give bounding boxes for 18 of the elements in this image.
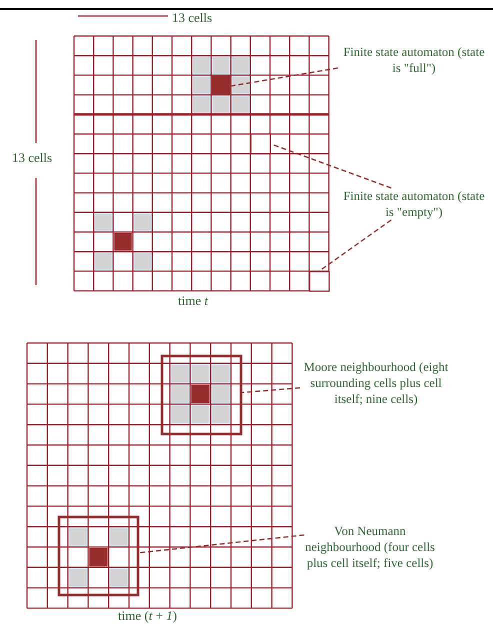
time-label: time t <box>178 293 208 309</box>
dimension-label: 13 cells <box>12 150 52 166</box>
leader-line <box>270 143 392 189</box>
grid-cell <box>250 133 271 154</box>
leader-line <box>240 387 300 394</box>
leader-line <box>138 534 304 554</box>
grid-cell <box>309 271 330 292</box>
callout-text: Finite state automaton (state is "full") <box>338 44 490 76</box>
callout-text: Moore neighbourhood (eight surrounding cells plus cell itself; nine cells) <box>300 359 452 407</box>
leader-line <box>231 67 338 87</box>
leader-line <box>318 219 392 272</box>
callout-text: Von Neumann neighbourhood (four cells plus cell itself; five cells) <box>300 523 440 571</box>
state-cell <box>212 75 232 95</box>
callout-text: Finite state automaton (state is "empty") <box>338 188 490 220</box>
dimension-label: 13 cells <box>172 10 212 26</box>
neighbourhood-frame <box>160 354 242 436</box>
time-label: time (t + 1) <box>118 608 177 624</box>
neighbourhood-frame <box>58 516 140 596</box>
